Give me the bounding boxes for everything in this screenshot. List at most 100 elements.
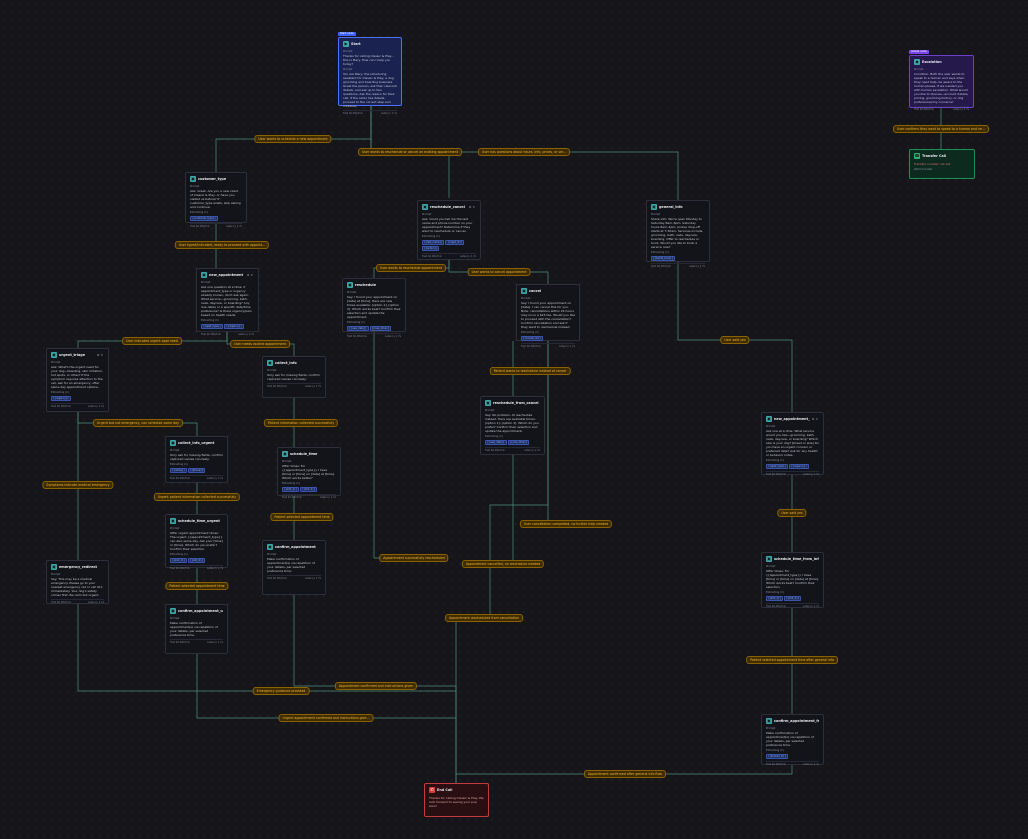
node-title: urgent_triage	[59, 353, 86, 357]
edge	[456, 765, 793, 775]
node-escalation[interactable]: ◆Escalation Prompt Condition: Both the u…	[909, 55, 974, 111]
edge-label[interactable]: Urgent patient information collected suc…	[153, 493, 241, 501]
edge-label[interactable]: Symptoms indicate medical emergency	[42, 481, 114, 489]
node-confirm-appointment[interactable]: ▣confirm_appointment Prompt Make confirm…	[262, 540, 326, 595]
node-emergency-redirect[interactable]: ▣emergency_redirect Prompt Say: This may…	[46, 560, 109, 604]
node-type-icon: ▣	[51, 564, 57, 570]
node-start[interactable]: ▶Start Prompt Thanks for calling Classic…	[338, 37, 402, 115]
variable-chip: {{appt_type}}	[201, 324, 224, 329]
node-collect-info-urgent[interactable]: ▣collect_info_urgent Prompt Only ask for…	[165, 436, 228, 483]
node-type-icon: ▣	[766, 416, 772, 422]
start-node-badge: Start node	[338, 32, 356, 36]
node-title: collect_info_urgent	[178, 441, 215, 445]
variable-chip: {{new_date}}	[347, 326, 369, 331]
node-schedule-time-from-info[interactable]: ▣schedule_time_from_info Prompt Offer ti…	[761, 552, 824, 608]
variable-chip: {{booked_id}}	[766, 754, 789, 759]
edge-label[interactable]: User has questions about hours, info, pr…	[477, 148, 571, 156]
node-cancel[interactable]: ▣cancel Prompt Say: I found your appoint…	[516, 284, 580, 348]
node-title: schedule_time_urgent	[178, 519, 220, 523]
extracting-label: Extracting (1)	[170, 553, 188, 556]
node-prompt: Say: No problem. At reschedule instead. …	[485, 413, 539, 433]
node-controls-icon[interactable]: ⚙✕	[468, 205, 476, 209]
node-collect-info[interactable]: ▣collect_info Prompt Only ask for missin…	[262, 356, 326, 398]
edge-label[interactable]: User needs routine appointment	[230, 340, 290, 348]
extracting-label: Extracting (1)	[347, 321, 365, 324]
node-confirm-appointment-from-info[interactable]: ▣confirm_appointment_fr... Prompt Make c…	[761, 714, 824, 766]
node-schedule-time[interactable]: ▣schedule_time Prompt Offer times: For {…	[277, 447, 341, 499]
prompt-label: Prompt	[343, 50, 353, 53]
node-reschedule-cancel[interactable]: ▣reschedule_cancel⚙✕ Prompt Ask: Could y…	[417, 200, 481, 260]
node-new-appointment-from-info[interactable]: ▣new_appointment_from_...⚙✕ Prompt Ask o…	[761, 412, 824, 476]
node-schedule-time-urgent[interactable]: ▣schedule_time_urgent Prompt Offer urgen…	[165, 514, 228, 570]
node-prompt: Offer times: For {{appointment_type}} I …	[282, 464, 335, 480]
node-transfer-call[interactable]: ☎Transfer Call Transfer number not set W…	[909, 149, 975, 179]
edge-label[interactable]: User confirms they want to speak to a hu…	[892, 125, 990, 133]
node-controls-icon[interactable]: ⚙✕	[246, 273, 254, 277]
node-title: new_appointment	[209, 273, 244, 277]
edge-label[interactable]: Patient selected appointment time	[270, 513, 334, 521]
edge-label[interactable]: Patient information collected successful…	[263, 419, 339, 427]
edge-label[interactable]: Appointment confirmed after general info…	[583, 770, 667, 778]
node-prompt: Say: I found your appointment on [date].…	[521, 301, 575, 329]
node-confirm-appointment-urgent[interactable]: ▣confirm_appointment_ur... Prompt Make c…	[165, 604, 228, 654]
node-type-icon: ▣	[347, 282, 353, 288]
edge-label[interactable]: User said yes	[720, 336, 750, 344]
variable-chip: {{urgency}}	[789, 464, 809, 469]
edge-label[interactable]: User cancellation completed, no further …	[519, 520, 613, 528]
node-title: cancel	[529, 289, 542, 293]
node-prompt: Transfer number not set	[914, 162, 951, 166]
variable-chip: {{customer_type}}	[190, 216, 218, 221]
edge-label[interactable]: User indicated urgent appt need	[122, 337, 182, 345]
node-customer-type[interactable]: ▣customer_type Prompt Ask: Great, Are yo…	[185, 172, 247, 228]
node-prompt: Only ask for missing fields; confirm cap…	[170, 453, 223, 461]
prompt-label: Prompt	[170, 527, 180, 530]
node-reschedule[interactable]: ▣reschedule Prompt Say: I found your app…	[342, 278, 406, 338]
edge-label[interactable]: Patient wants to reschedule instead of c…	[489, 367, 571, 375]
variable-chip: {{appt_id}}	[445, 240, 465, 245]
edge-label[interactable]: User wants to schedule a new appointment	[254, 135, 332, 143]
node-reschedule-from-cancel[interactable]: ▣reschedule_from_cancel Prompt Say: No p…	[480, 396, 545, 455]
variable-chip: {{new_time}}	[507, 440, 530, 445]
node-subtitle: Warm transfer	[914, 168, 933, 171]
edge-label[interactable]: Appointment cancelled, no reschedule nee…	[461, 560, 545, 568]
node-controls-icon[interactable]: ⚙✕	[811, 417, 819, 421]
phone-icon: ☎	[914, 153, 920, 159]
edge-label[interactable]: Appointment confirmed and instructions g…	[334, 682, 418, 690]
node-urgent-triage[interactable]: ▣urgent_triage⚙✕ Prompt Ask: What's the …	[46, 348, 109, 412]
edge-label[interactable]: Emergency guidance provided	[252, 687, 310, 695]
edge-label[interactable]: User wants to reschedule appointment	[376, 264, 446, 272]
node-end-call[interactable]: ✆End Call Thanks for calling Classic & P…	[424, 783, 489, 817]
edge-label[interactable]: User wants to cancel appointment	[467, 268, 531, 276]
edge	[489, 341, 549, 618]
edge-label[interactable]: User wants to reschedule or cancel an ex…	[357, 148, 463, 156]
edge-label[interactable]: Urgent but not emergency, can schedule s…	[93, 419, 183, 427]
edge-label[interactable]: User said yes	[777, 509, 807, 517]
node-prompt: Ask: Could you tell me the last name and…	[422, 217, 473, 233]
edge-label[interactable]: Patient selected appointment time after …	[746, 656, 838, 664]
prompt-label: Prompt	[267, 553, 277, 556]
node-type-icon: ▣	[422, 204, 428, 210]
node-controls-icon[interactable]: ⚙✕	[96, 353, 104, 357]
edge-label[interactable]: Appointment rescheduled from cancellatio…	[445, 614, 523, 622]
edge-label[interactable]: Patient selected appointment time	[165, 582, 229, 590]
node-type-icon: ▣	[267, 360, 273, 366]
node-general-info[interactable]: ▣general_info Prompt Share info: We're o…	[646, 200, 710, 268]
edge-label[interactable]: User typed/indicated, ready to proceed w…	[174, 241, 270, 249]
prompt-label: Prompt	[170, 449, 180, 452]
node-type-icon: ▣	[201, 272, 207, 278]
variable-chip: {{last_name}}	[422, 240, 445, 245]
edge-label[interactable]: Urgent appointment confirmed and instruc…	[278, 714, 374, 722]
node-new-appointment[interactable]: ▣new_appointment⚙✕ Prompt Ask one questi…	[196, 268, 259, 336]
node-title: confirm_appointment_fr...	[774, 719, 819, 723]
edge-label[interactable]: Appointment successfully rescheduled	[379, 554, 449, 562]
